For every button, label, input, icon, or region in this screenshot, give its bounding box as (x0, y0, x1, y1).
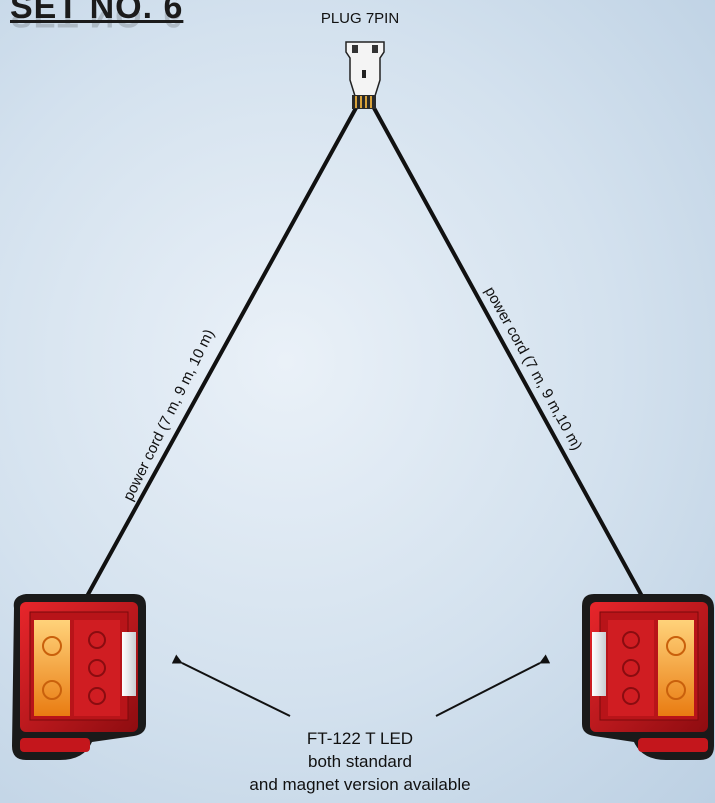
right-pointer-arrow (435, 654, 551, 717)
left-pointer-arrow (171, 654, 291, 717)
plug-7pin-icon (345, 41, 385, 109)
left-power-cord (84, 106, 358, 600)
product-variant-line: both standard (308, 752, 412, 771)
product-model: FT-122 T LED (306, 729, 414, 748)
right-power-cord (372, 106, 645, 600)
set-title-reflection: SET NO. 6 (10, 12, 184, 34)
product-availability-line: and magnet version available (249, 775, 471, 794)
right-tail-lamp-icon (582, 594, 714, 760)
plug-label: PLUG 7PIN (320, 10, 400, 27)
left-tail-lamp-icon (12, 594, 146, 760)
set-title: SET NO. 6 (10, 0, 184, 26)
product-caption: FT-122 T LED both standard and magnet ve… (200, 727, 520, 796)
